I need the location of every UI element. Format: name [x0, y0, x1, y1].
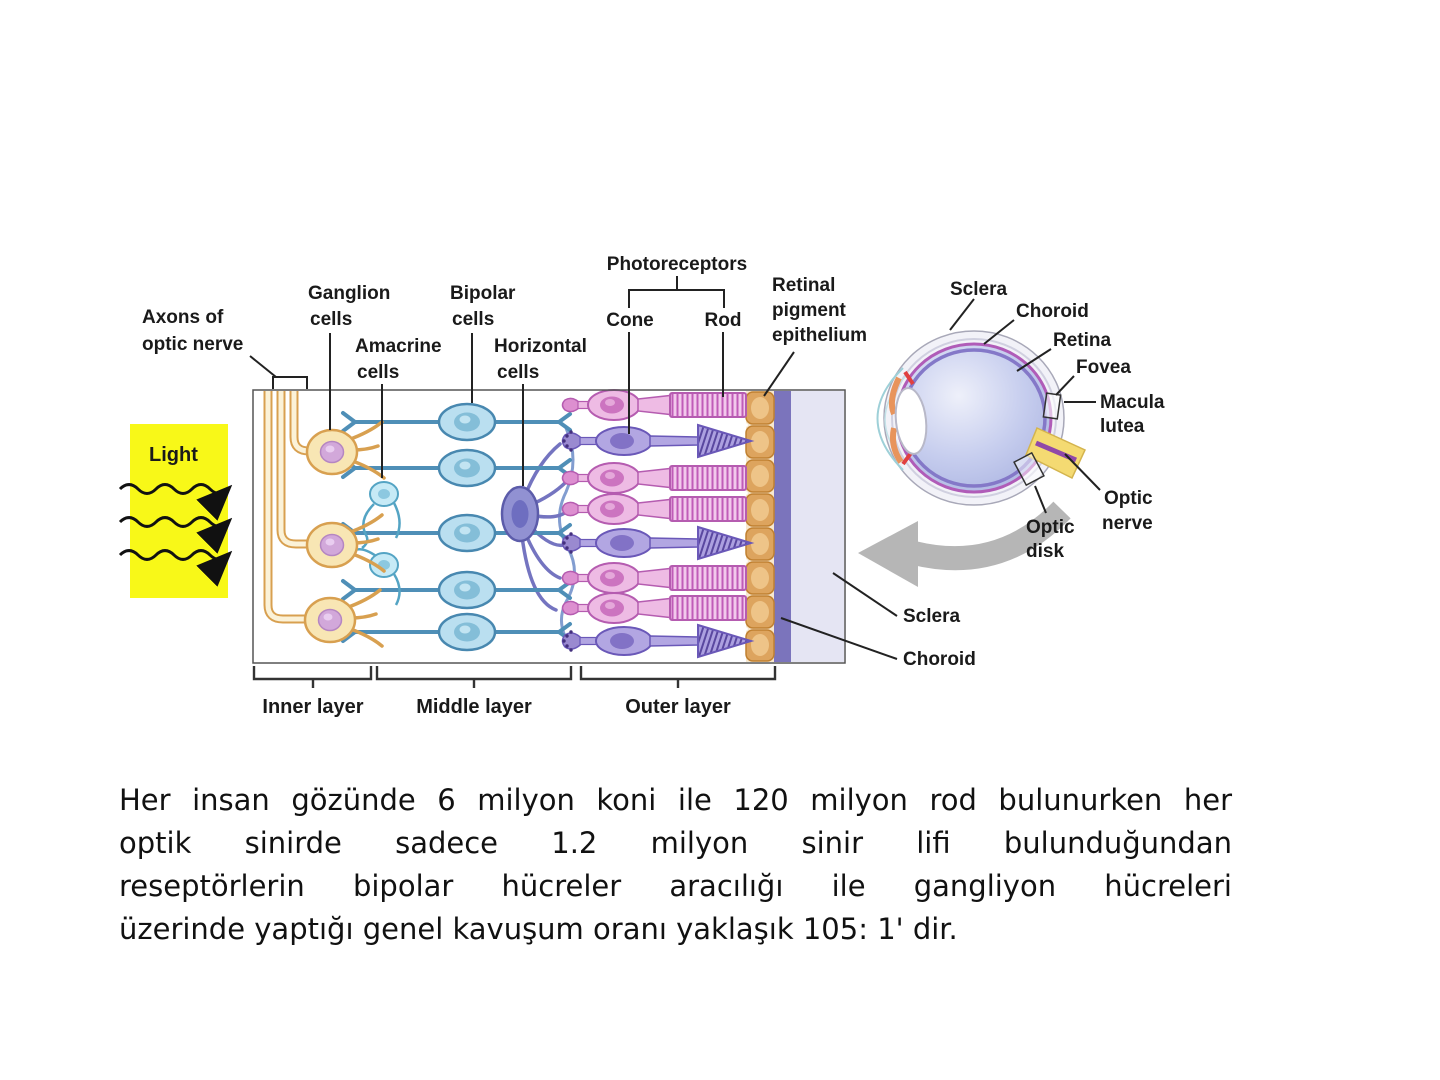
rod-cell [561, 592, 747, 624]
horizontal-cell [500, 485, 540, 543]
caption-line: Her insan gözünde 6 milyon koni ile 120 … [119, 783, 1232, 817]
rod-cell [561, 462, 747, 494]
label-eye-optic-disk: Optic [1026, 517, 1075, 538]
retinal-pigment-epithelium [744, 391, 775, 662]
bipolar-cell [341, 612, 572, 652]
label-rpe: pigment [772, 300, 847, 321]
cone-cell [561, 526, 752, 560]
label-ganglion: cells [310, 309, 352, 330]
zoom-arrow-head [858, 521, 918, 587]
axons-bracket [272, 376, 308, 389]
label-eye-macula: Macula [1100, 392, 1165, 413]
label-rpe: epithelium [772, 325, 867, 346]
bipolar-cell [341, 570, 572, 610]
label-horizontal: cells [497, 362, 539, 383]
retina-labels: Axons of optic nerve Ganglion cells Bipo… [142, 254, 867, 486]
retina-eye-figure: Light Axons of optic nerve Ganglion cell… [118, 254, 1165, 718]
label-amacrine: Amacrine [355, 336, 442, 357]
rpe-cell [745, 391, 775, 425]
caption-line: optik sinirde sadece 1.2 milyon sinir li… [119, 826, 1232, 860]
label-eye-sclera: Sclera [950, 279, 1007, 300]
label-middle-layer: Middle layer [416, 696, 532, 718]
light-wave-arrows [118, 483, 233, 587]
bipolar-cell [341, 448, 572, 488]
cone-cell [561, 424, 752, 458]
retina-cross-section [252, 389, 846, 664]
fovea-marker [1042, 392, 1062, 420]
eye-optic-disk-leader [1034, 485, 1047, 514]
iris-upper [888, 376, 902, 416]
rod-cell [561, 493, 747, 525]
zoom-arrow-body [911, 501, 1071, 571]
ciliary-red [901, 370, 915, 466]
eye-retina-leader [1016, 348, 1052, 372]
layer-brackets: Inner layer Middle layer Outer layer [252, 666, 777, 718]
optic-disk-marker [1013, 451, 1045, 487]
rpe-cell [745, 629, 775, 662]
cornea-outline [876, 367, 904, 471]
eyeball-diagram: Sclera Choroid Retina Fovea Macula lutea… [858, 279, 1165, 587]
label-choroid-strip: Choroid [903, 649, 976, 670]
rpe-cell [745, 527, 775, 561]
choroid-strip [774, 391, 791, 662]
rpe-cell [745, 493, 775, 527]
label-eye-optic-nerve: nerve [1102, 513, 1153, 534]
label-eye-choroid: Choroid [1016, 301, 1089, 322]
eye-sclera-leader [949, 298, 975, 331]
label-sclera-strip: Sclera [903, 606, 960, 627]
eye-choroid-leader [983, 319, 1015, 345]
label-eye-optic-disk: disk [1026, 541, 1064, 562]
label-rpe: Retinal [772, 275, 835, 296]
label-eye-retina: Retina [1053, 330, 1112, 351]
rod-cell [561, 562, 747, 594]
photoreceptors-bracket [628, 276, 725, 308]
outer-layer-bracket [579, 666, 777, 688]
axons-leader [249, 355, 277, 378]
iris-lower [889, 427, 904, 464]
caption-line: üzerinde yaptığı genel kavuşum oranı yak… [119, 912, 958, 946]
rpe-cell [745, 595, 775, 629]
label-horizontal: Horizontal [494, 336, 587, 357]
retina-box-outline [252, 389, 846, 664]
light-source: Light [118, 424, 233, 598]
label-photoreceptors: Photoreceptors [607, 254, 747, 275]
label-eye-optic-nerve: Optic [1104, 488, 1153, 509]
rod-cell [561, 389, 747, 421]
eye-optic-nerve-leader [1064, 453, 1101, 491]
label-inner-layer: Inner layer [262, 696, 363, 718]
label-bipolar: cells [452, 309, 494, 330]
label-cone: Cone [606, 310, 654, 331]
middle-layer-bracket [375, 666, 573, 688]
strip-labels: Sclera Choroid [780, 572, 976, 670]
rpe-cell [745, 459, 775, 493]
sclera-strip [791, 391, 844, 662]
label-ganglion: Ganglion [308, 283, 390, 304]
inner-layer-bracket [252, 666, 373, 688]
caption-paragraph: Her insan gözünde 6 milyon koni ile 120 … [119, 779, 1232, 951]
eye-fovea-leader [1055, 375, 1075, 396]
label-axons: Axons of [142, 307, 224, 328]
label-eye-fovea: Fovea [1076, 357, 1131, 378]
cone-cell [561, 624, 752, 658]
label-outer-layer: Outer layer [625, 696, 731, 718]
rpe-cell [745, 561, 775, 595]
rpe-leader [763, 351, 795, 397]
eye-anterior-segment [876, 367, 928, 471]
caption-line: reseptörlerin bipolar hücreler aracılığı… [119, 869, 1232, 903]
optic-nerve-axons [263, 391, 318, 624]
choroid-strip-leader [780, 617, 898, 660]
sclera-strip-leader [832, 572, 898, 617]
label-amacrine: cells [357, 362, 399, 383]
label-eye-macula: lutea [1100, 416, 1145, 437]
light-label: Light [149, 444, 198, 466]
label-rod: Rod [705, 310, 742, 331]
lens [894, 387, 928, 455]
bipolar-cell [341, 402, 572, 442]
amacrine-cell [361, 481, 401, 549]
label-bipolar: Bipolar [450, 283, 516, 304]
label-axons: optic nerve [142, 334, 243, 355]
